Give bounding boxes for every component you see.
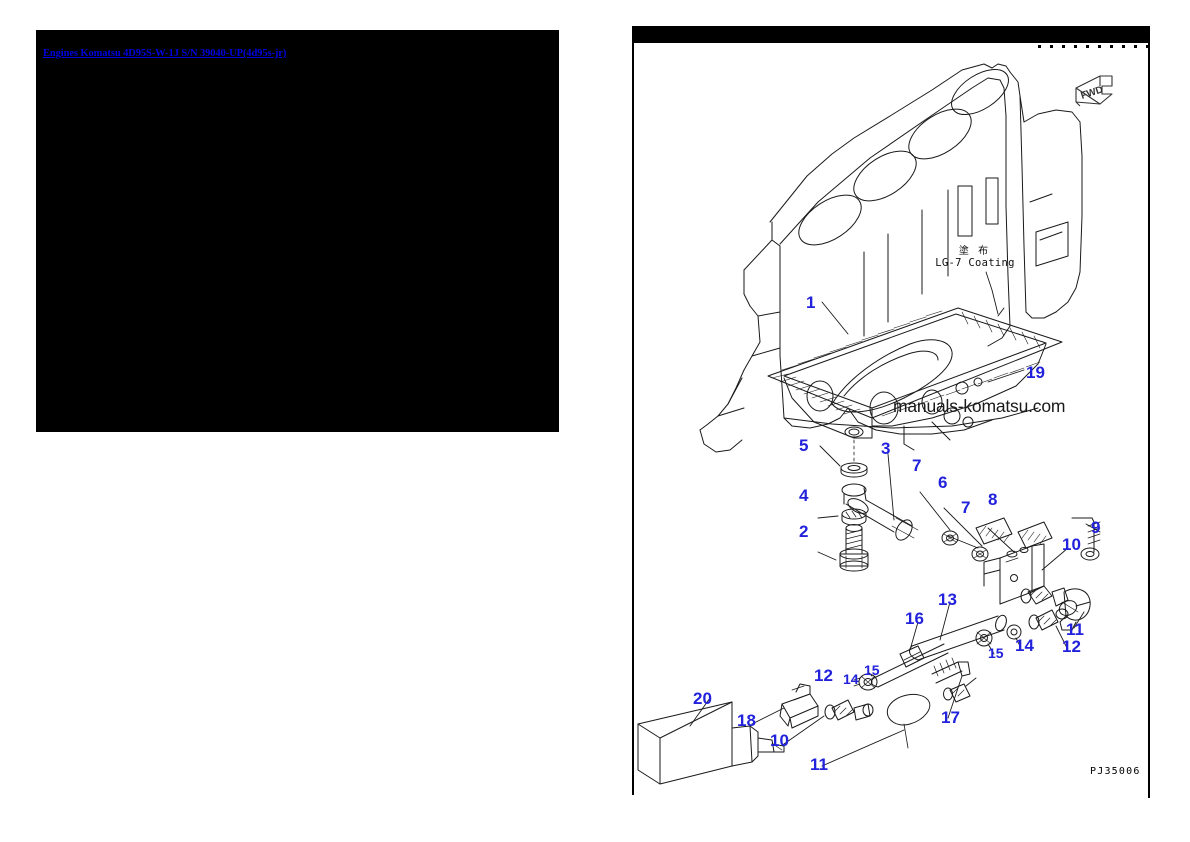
seal-and-gasket-parts [941,517,1053,562]
callout-10-11[interactable]: 10 [1062,535,1081,554]
diagram-frame-right-border [1148,43,1150,798]
callout-3-3[interactable]: 3 [881,439,891,458]
callout-20-22[interactable]: 20 [693,689,712,708]
bolt-item-9 [1071,517,1101,561]
callout-12-15[interactable]: 12 [1062,637,1081,656]
callout-7-7[interactable]: 7 [961,498,971,517]
engine-catalog-link[interactable]: Engines Komatsu 4D95S-W-1J S/N 39040-UP(… [43,48,287,59]
callout-5-2[interactable]: 5 [799,436,809,455]
coating-note-jp: 塗 布 [958,246,992,257]
callout-16-14[interactable]: 16 [905,609,924,628]
callout-19-1[interactable]: 19 [1026,363,1045,382]
callout-14-19[interactable]: 14 [843,671,859,687]
callout-17-21[interactable]: 17 [941,708,960,727]
callout-11-12[interactable]: 11 [1066,620,1084,639]
callout-8-8[interactable]: 8 [988,490,998,509]
callout-9-10[interactable]: 9 [1091,518,1101,537]
callout-7-4[interactable]: 7 [912,456,922,475]
drain-plug-stack [839,439,869,572]
oil-suction-tube [841,483,919,541]
callout-15-18[interactable]: 15 [864,662,880,678]
callout-12-20[interactable]: 12 [814,666,833,685]
oil-pan-illustration [767,307,1063,439]
callout-6-5[interactable]: 6 [938,473,948,492]
drawing-number: PJ35006 [1090,766,1141,777]
callout-1-0[interactable]: 1 [806,293,816,312]
coating-note-en: LG-7 Coating [935,256,1015,269]
callout-18-23[interactable]: 18 [737,711,756,730]
diagram-header-dotted-strip [1038,45,1148,48]
callout-10-24[interactable]: 10 [770,731,789,750]
coating-leader-line [985,271,999,315]
callout-15-17[interactable]: 15 [988,645,1004,661]
diagram-header-bar [632,26,1150,43]
callout-leader-lines [689,301,1101,767]
oil-pipe-assembly [853,600,1091,691]
parts-diagram-panel: PJ35006 [632,26,1160,798]
fitting-parts-right [1020,585,1091,631]
callout-14-16[interactable]: 14 [1015,636,1034,655]
parts-line-drawing [637,63,1101,785]
callout-4-6[interactable]: 4 [799,486,809,505]
diagram-frame-left-border [632,43,634,795]
mounting-bracket [983,543,1045,605]
image-placeholder: Engines Komatsu 4D95S-W-1J S/N 39040-UP(… [36,30,559,432]
fwd-direction-icon: FWD [1075,75,1113,107]
site-watermark: manuals-komatsu.com [893,396,1066,416]
coating-note: 塗 布 LG-7 Coating [925,246,1025,269]
callout-2-9[interactable]: 2 [799,522,809,541]
callout-13-13[interactable]: 13 [938,590,957,609]
oil-filter-assembly [637,683,971,785]
callout-11-25[interactable]: 11 [810,755,828,774]
